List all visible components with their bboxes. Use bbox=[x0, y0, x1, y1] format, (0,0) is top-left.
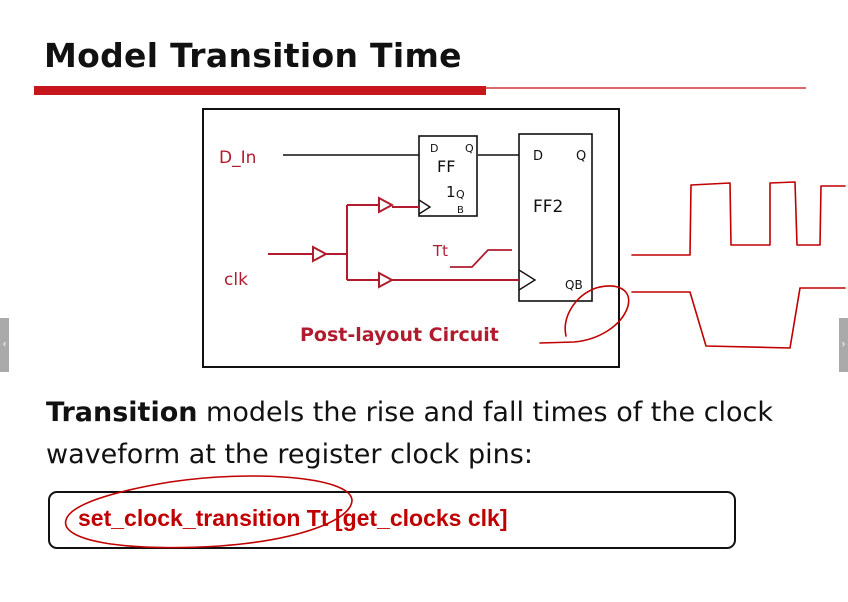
ff1-name: FF bbox=[437, 157, 455, 176]
clock-tree bbox=[268, 196, 519, 289]
ff1-pin-qb-b: B bbox=[457, 205, 464, 216]
title-underline-thin bbox=[486, 87, 806, 89]
slide-title: Model Transition Time bbox=[44, 36, 462, 75]
tt-ramp-symbol bbox=[450, 249, 512, 268]
command-box bbox=[48, 491, 736, 549]
ff2-box bbox=[518, 133, 593, 302]
clk-buffer-lower bbox=[378, 271, 395, 289]
tt-label: Tt bbox=[432, 242, 448, 260]
clk-buffer-root bbox=[312, 245, 329, 263]
transition-description: Transition models the rise and fall time… bbox=[46, 392, 806, 476]
ff2-pin-qb: QB bbox=[565, 278, 583, 292]
ff1-pin-q: Q bbox=[465, 142, 474, 155]
ff1-clock-triangle bbox=[418, 199, 432, 215]
prev-slide-button[interactable]: ‹ bbox=[0, 318, 9, 372]
ff1-box bbox=[418, 135, 478, 217]
sdc-command: set_clock_transition Tt [get_clocks clk] bbox=[78, 505, 508, 531]
title-underline-thick bbox=[34, 86, 486, 95]
transition-description-text: models the rise and fall times of the cl… bbox=[46, 397, 774, 470]
ff2-pin-d: D bbox=[533, 149, 543, 164]
diagram-caption: Post-layout Circuit bbox=[300, 324, 499, 346]
ff1-pin-d: D bbox=[430, 142, 438, 155]
ff1-pin-qb-q: Q bbox=[456, 188, 465, 201]
d-in-label: D_In bbox=[219, 148, 256, 168]
ff1-sub: 1 bbox=[446, 183, 456, 201]
clk-buffer-upper bbox=[378, 196, 395, 214]
ff2-name: FF2 bbox=[533, 197, 563, 217]
clk-label: clk bbox=[224, 270, 248, 290]
ff2-pin-q: Q bbox=[576, 149, 586, 164]
transition-term: Transition bbox=[46, 397, 198, 428]
ff2-clock-triangle bbox=[518, 269, 537, 291]
